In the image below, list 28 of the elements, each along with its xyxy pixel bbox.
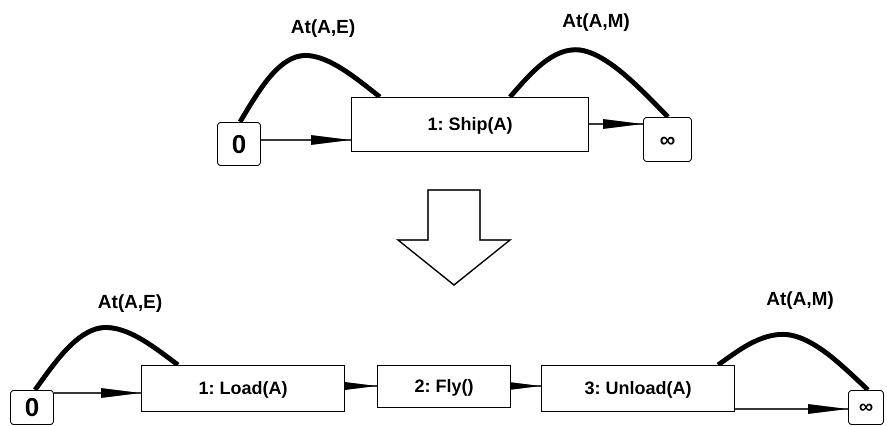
action-box (141, 365, 345, 412)
node-label: 1: Ship(A) (428, 114, 512, 135)
edge-label: At(A,M) (766, 289, 834, 311)
node-label: 1: Load(A) (198, 378, 288, 399)
node-label: ∞ (858, 396, 874, 419)
step-box (848, 390, 884, 425)
causal-link (238, 53, 382, 124)
arrow (54, 388, 141, 398)
edge-label: At(A,E) (290, 17, 356, 39)
action-box (541, 365, 735, 412)
action-box (377, 365, 511, 408)
node-label: ∞ (660, 126, 676, 152)
step-box (643, 117, 692, 162)
edge-label: At(A,M) (562, 11, 630, 33)
step-box (10, 390, 54, 425)
causal-link (716, 332, 870, 392)
node-label: 2: Fly() (414, 376, 474, 397)
causal-link (508, 47, 670, 119)
arrow (589, 119, 643, 129)
step-box (217, 122, 261, 166)
causal-link (32, 325, 180, 392)
node-label: 0 (232, 128, 246, 160)
node-label: 3: Unload(A) (584, 378, 692, 399)
arrow (735, 404, 848, 414)
action-box (351, 97, 589, 152)
edge-label: At(A,E) (98, 292, 162, 314)
node-label: 0 (24, 392, 40, 423)
arrow (261, 135, 351, 145)
